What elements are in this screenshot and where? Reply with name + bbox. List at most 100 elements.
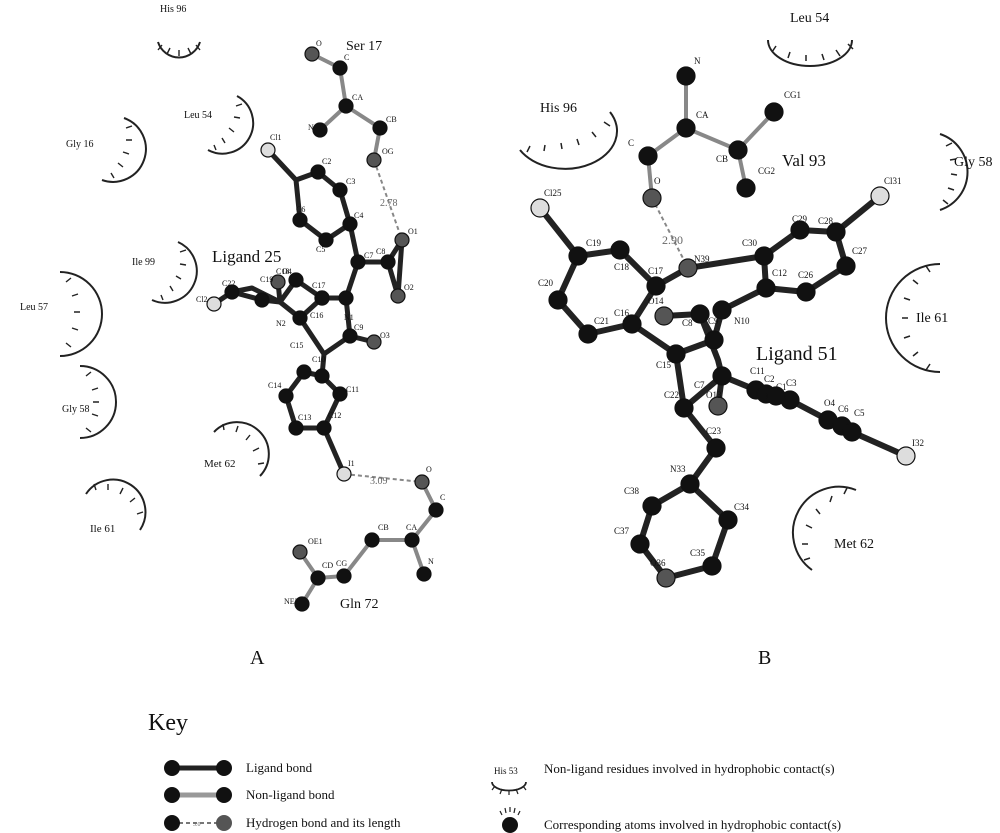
atom-label: N [428, 557, 434, 566]
atom-label: C10 [312, 355, 325, 364]
atom-label: CA [696, 110, 709, 120]
atom [278, 388, 294, 404]
atom [610, 240, 630, 260]
atom-label: C8 [682, 318, 693, 328]
atom-label: O [654, 176, 661, 186]
atom [646, 276, 666, 296]
residue-label: Gly 16 [66, 139, 94, 150]
atom-label: C18 [276, 267, 289, 276]
atom [428, 502, 444, 518]
gly58-arc-b [939, 133, 969, 211]
atom-label: C27 [852, 246, 868, 256]
atom [826, 222, 846, 242]
ile99-arc-a [151, 241, 198, 304]
atom [578, 324, 598, 344]
atom-label: N33 [670, 464, 686, 474]
atom-label: C17 [648, 266, 664, 276]
atom-label: C4 [354, 211, 363, 220]
atom-label: C12 [772, 268, 787, 278]
atom [666, 344, 686, 364]
atom [310, 570, 326, 586]
hbond-line [373, 159, 403, 241]
ligand-label: Ligand 25 [212, 247, 281, 266]
residue-label: Ile 61 [90, 523, 115, 535]
gly58-arc-a [79, 365, 117, 439]
atom [304, 46, 320, 62]
atom-label: C19 [260, 275, 273, 284]
hydrophobic-arc-ticks-b [526, 43, 958, 561]
atom [548, 290, 568, 310]
atom [296, 364, 312, 380]
atom [314, 368, 330, 384]
atom [364, 532, 380, 548]
atom-label: C5 [316, 245, 325, 254]
atom [350, 254, 366, 270]
hbond-length-label: 3.09 [370, 476, 388, 487]
key-label: Ligand bond [246, 760, 313, 775]
atom [294, 596, 310, 612]
atom-label: C1 [776, 382, 787, 392]
atom-label: N39 [694, 254, 710, 264]
atom-label: C3 [786, 378, 797, 388]
atom-label: OG [382, 147, 394, 156]
atom [380, 254, 396, 270]
atom [206, 296, 222, 312]
hbond-line [651, 197, 689, 269]
atom-label: CG1 [784, 90, 801, 100]
atom-label: C23 [706, 426, 722, 436]
atom-label: C28 [818, 216, 834, 226]
atom [530, 198, 550, 218]
atoms-layer [206, 46, 916, 612]
atom [318, 232, 334, 248]
hydrogen-bond-sample: 3.0 [164, 815, 232, 831]
atom-label: C18 [614, 262, 630, 272]
atom [316, 420, 332, 436]
residue-label: His 96 [540, 101, 577, 116]
leu54-arc-b [767, 39, 853, 67]
atom [680, 474, 700, 494]
atom [332, 182, 348, 198]
atom-label: Cl2 [196, 295, 208, 304]
atom [270, 274, 286, 290]
atom [690, 304, 710, 324]
hbond-length-label: 2.90 [662, 233, 683, 247]
non-ligand-bond-sample [164, 787, 232, 803]
atom-label: C6 [296, 205, 305, 214]
ligand-label: Ligand 51 [756, 343, 838, 365]
atom-label: I1 [348, 459, 355, 468]
atom-label: O13 [706, 390, 722, 400]
atom-label: C [628, 138, 634, 148]
residue-label: Leu 54 [790, 11, 829, 26]
atom-label: CA [352, 93, 363, 102]
hbonds-a [343, 159, 423, 483]
atom-label: O [316, 39, 322, 48]
val93-bonds [645, 76, 776, 199]
atom [870, 186, 890, 206]
atom [630, 534, 650, 554]
atom-label: C21 [594, 316, 609, 326]
atom [568, 246, 588, 266]
hydrophobic-atom-sample [499, 807, 521, 833]
atom-label: CB [386, 115, 397, 124]
atom-label: C35 [690, 548, 706, 558]
atom-label: N [694, 56, 701, 66]
atom [260, 142, 276, 158]
ile61-arc-b [885, 263, 941, 373]
atom [288, 420, 304, 436]
atom-label: C29 [792, 214, 808, 224]
atom-label: N1 [344, 313, 354, 322]
atom-label: N10 [734, 316, 750, 326]
residue-label: Met 62 [204, 458, 235, 470]
atom [254, 292, 270, 308]
atom [712, 366, 732, 386]
atom-label: O36 [650, 558, 666, 568]
atom [656, 568, 676, 588]
bonded-residue-label: Gln 72 [340, 597, 379, 612]
atom [678, 258, 698, 278]
atom-label: C7 [694, 380, 705, 390]
atom-label: C9 [708, 316, 719, 326]
atom-label: OE1 [308, 537, 323, 546]
atom-label: C22 [222, 279, 235, 288]
atom-label: O4 [824, 398, 835, 408]
